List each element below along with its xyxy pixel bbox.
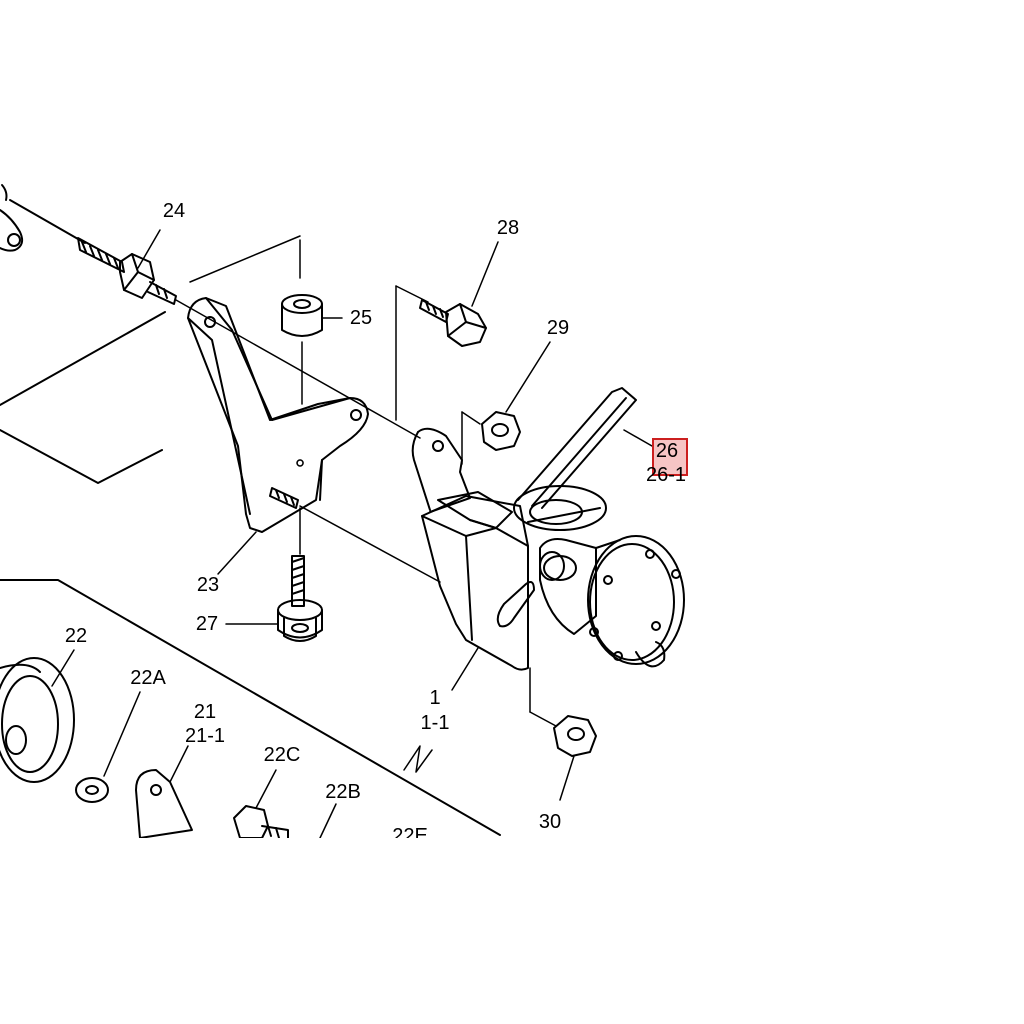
bolt-27 (277, 555, 323, 642)
pulley-22 (0, 657, 75, 783)
bolt-28 (419, 299, 487, 347)
label-part-26-1[interactable]: 26-1 (645, 464, 687, 486)
water-pump (513, 485, 685, 668)
label-part-22b[interactable]: 22B (325, 781, 361, 803)
label-part-23[interactable]: 23 (196, 574, 220, 596)
nut-29 (481, 411, 521, 451)
label-part-28[interactable]: 28 (496, 217, 520, 239)
selected-part-highlight[interactable] (652, 438, 688, 476)
label-part-1[interactable]: 1 (429, 687, 441, 709)
label-part-29[interactable]: 29 (546, 317, 570, 339)
washer-22a (75, 777, 109, 803)
label-part-22c[interactable]: 22C (263, 744, 301, 766)
label-part-21[interactable]: 21 (193, 701, 217, 723)
spacer-25 (281, 294, 323, 337)
mount-bracket-1 (411, 427, 535, 671)
label-part-24[interactable]: 24 (162, 200, 186, 222)
label-part-27[interactable]: 27 (195, 613, 219, 635)
label-part-1-1[interactable]: 1-1 (420, 712, 450, 734)
label-part-26[interactable]: 26 (655, 440, 679, 462)
belt-26 (517, 387, 637, 509)
label-part-22[interactable]: 22 (64, 625, 88, 647)
label-part-22a[interactable]: 22A (130, 667, 166, 689)
bracket-23 (187, 297, 369, 533)
bolt-22c (233, 805, 289, 839)
bracket-21 (135, 769, 193, 839)
nut-30 (553, 715, 597, 757)
label-part-21-1[interactable]: 21-1 (184, 725, 226, 747)
crop-border (0, 838, 1024, 1024)
edge-fragment (0, 184, 24, 252)
label-part-30[interactable]: 30 (538, 811, 562, 833)
bracket-stud (269, 487, 299, 509)
frame-outline (0, 199, 501, 836)
label-part-25[interactable]: 25 (349, 307, 373, 329)
stud-bolt-24 (77, 237, 177, 305)
